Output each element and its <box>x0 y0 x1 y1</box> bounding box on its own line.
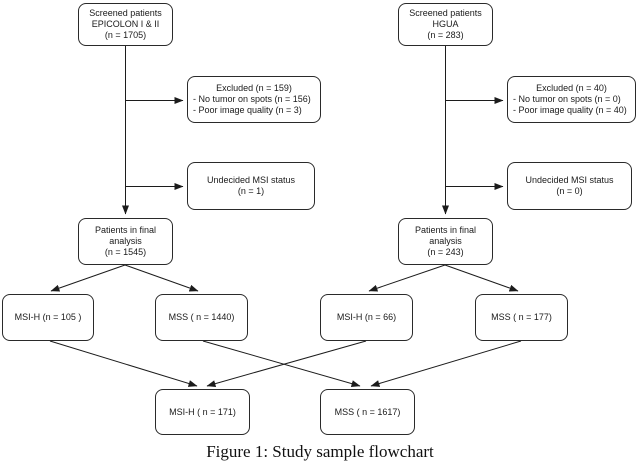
node-line: analysis <box>429 236 462 246</box>
node-final-epicolon: Patients in final analysis (n = 1545) <box>78 218 173 265</box>
node-excluded-hgua: Excluded (n = 40) - No tumor on spots (n… <box>507 76 636 123</box>
node-title: Excluded (n = 159) <box>216 83 292 93</box>
node-line: Screened patients <box>89 8 162 18</box>
edge-final-epicolon-to-mss <box>124 264 199 292</box>
edge-final-hgua-to-mss <box>444 264 519 292</box>
figure-caption: Figure 1: Study sample flowchart <box>206 442 434 461</box>
node-line: Undecided MSI status <box>525 175 614 185</box>
node-line: HGUA <box>432 19 459 29</box>
node-line: (n = 1) <box>237 186 265 196</box>
node-line: (n = 1705) <box>104 30 147 40</box>
node-title: Excluded (n = 40) <box>536 83 607 93</box>
node-msih-hgua: MSI-H (n = 66) <box>320 294 413 341</box>
node-list-item: - Poor image quality (n = 3) <box>193 105 302 115</box>
node-list-item: - No tumor on spots (n = 156) <box>193 94 311 104</box>
node-label: MSI-H (n = 66) <box>336 312 397 322</box>
node-line: (n = 283) <box>427 30 464 40</box>
node-line: Undecided MSI status <box>206 175 296 185</box>
node-line: Patients in final <box>94 225 157 235</box>
node-msih-total: MSI-H ( n = 171) <box>155 389 250 435</box>
edge-final-hgua-to-msih <box>368 264 446 292</box>
node-undecided-hgua: Undecided MSI status (n = 0) <box>507 162 632 210</box>
edge-mss-hgua-to-mss-total <box>370 340 522 387</box>
node-label: MSS ( n = 1440) <box>168 312 235 322</box>
node-mss-total: MSS ( n = 1617) <box>320 389 415 435</box>
node-label: MSI-H (n = 105 ) <box>14 312 82 322</box>
node-label: MSI-H ( n = 171) <box>169 406 236 417</box>
node-line: (n = 1545) <box>104 247 147 257</box>
edge-msih-epicolon-to-msih-total <box>49 340 198 387</box>
node-msih-epicolon: MSI-H (n = 105 ) <box>2 294 94 341</box>
node-list-item: - No tumor on spots (n = 0) <box>513 94 621 104</box>
node-screened-epicolon: Screened patients EPICOLON I & II (n = 1… <box>78 3 173 46</box>
node-line: Patients in final <box>414 225 477 235</box>
node-final-hgua: Patients in final analysis (n = 243) <box>398 218 493 265</box>
node-list-item: - Poor image quality (n = 40) <box>513 105 627 115</box>
node-line: (n = 0) <box>556 186 583 196</box>
node-label: MSS ( n = 1617) <box>334 406 401 417</box>
node-excluded-epicolon: Excluded (n = 159) - No tumor on spots (… <box>187 76 321 123</box>
node-mss-epicolon: MSS ( n = 1440) <box>155 294 248 341</box>
node-line: (n = 243) <box>427 247 464 257</box>
node-line: Screened patients <box>409 8 482 18</box>
node-line: analysis <box>109 236 142 246</box>
node-label: MSS ( n = 177) <box>491 312 552 322</box>
node-line: EPICOLON I & II <box>91 19 160 29</box>
edge-msih-hgua-to-msih-total <box>206 340 367 388</box>
edge-final-epicolon-to-msih <box>50 264 126 292</box>
node-mss-hgua: MSS ( n = 177) <box>475 294 568 341</box>
node-screened-hgua: Screened patients HGUA (n = 283) <box>398 3 493 46</box>
node-undecided-epicolon: Undecided MSI status (n = 1) <box>187 162 315 210</box>
edge-mss-epicolon-to-mss-total <box>202 340 361 388</box>
